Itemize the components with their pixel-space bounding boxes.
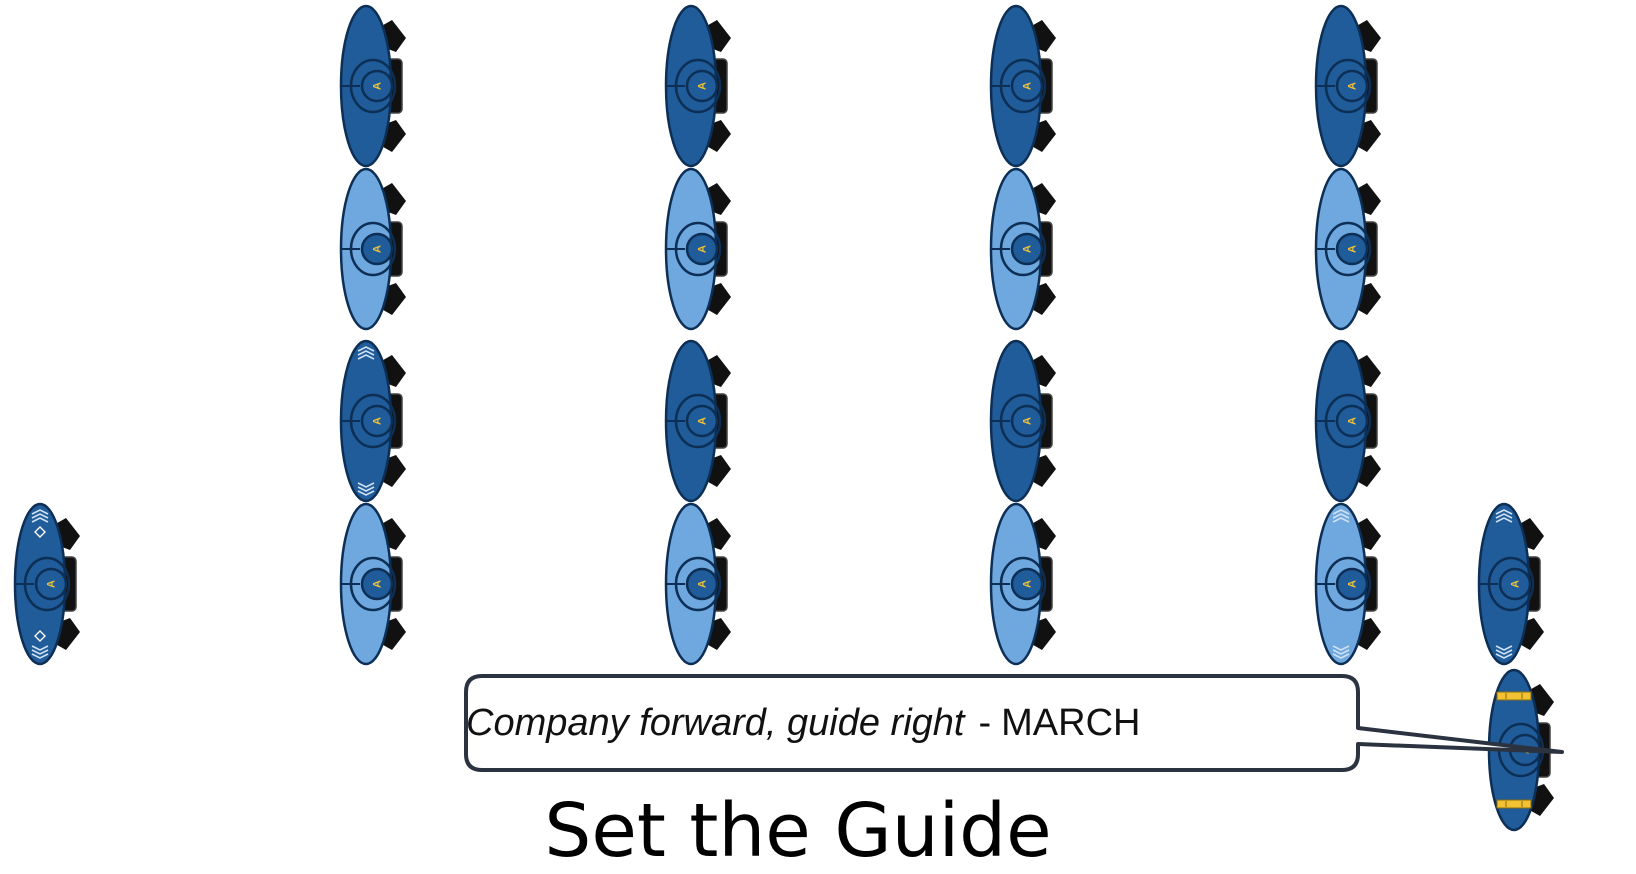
insignia-letter: A: [697, 417, 709, 425]
insignia-letter: A: [1347, 82, 1359, 90]
head-icon: [360, 567, 394, 601]
officer-bars-bottom-icon: [1496, 799, 1532, 809]
command-phrase: Company forward, guide right: [466, 701, 965, 744]
guide-soldier: A: [1477, 502, 1544, 666]
hat-brim-icon: [349, 58, 397, 114]
hat-brim-icon: [1324, 393, 1372, 449]
insignia-letter: A: [1022, 245, 1034, 253]
rank-diamond-top-icon: [34, 526, 46, 538]
soldier-r1-c1: A: [339, 4, 406, 168]
rank-diamond-bottom-icon: [34, 630, 46, 642]
command-execution: MARCH: [1001, 701, 1141, 744]
head-icon: [360, 232, 394, 266]
soldier-r3-c1: A: [339, 339, 406, 503]
head-icon: [1335, 69, 1369, 103]
insignia-letter: A: [1022, 82, 1034, 90]
head-icon: [1335, 567, 1369, 601]
soldier-r3-c3: A: [989, 339, 1056, 503]
insignia-letter: A: [697, 82, 709, 90]
head-icon: [685, 567, 719, 601]
rank-chevrons-top-icon: [357, 346, 375, 360]
head-icon: [1010, 69, 1044, 103]
slide-title: Set the Guide: [544, 788, 1052, 874]
hat-brim-icon: [999, 556, 1047, 612]
head-icon: [34, 567, 68, 601]
head-icon: [1498, 567, 1532, 601]
soldier-r1-c2: A: [664, 4, 731, 168]
hat-brim-icon: [349, 221, 397, 277]
head-icon: [685, 404, 719, 438]
hat-brim-icon: [999, 58, 1047, 114]
soldier-r2-c2: A: [664, 167, 731, 331]
command-callout: [464, 674, 1564, 772]
insignia-letter: A: [372, 245, 384, 253]
insignia-letter: A: [1510, 580, 1522, 588]
platoon-leader-soldier: A: [13, 502, 80, 666]
callout-bubble: [464, 674, 1564, 772]
insignia-letter: A: [697, 245, 709, 253]
insignia-letter: A: [372, 580, 384, 588]
head-icon: [685, 232, 719, 266]
rank-chevrons-top-icon: [1332, 509, 1350, 523]
head-icon: [1335, 232, 1369, 266]
command-separator: -: [978, 701, 992, 744]
hat-brim-icon: [1324, 556, 1372, 612]
insignia-letter: A: [372, 82, 384, 90]
rank-chevrons-top-icon: [31, 509, 49, 523]
insignia-letter: A: [1347, 417, 1359, 425]
hat-brim-icon: [23, 556, 71, 612]
rank-chevrons-bottom-icon: [357, 482, 375, 496]
rank-chevrons-top-icon: [1495, 509, 1513, 523]
officer-bars-top-icon: [1496, 691, 1532, 701]
soldier-r3-c2: A: [664, 339, 731, 503]
soldier-r3-c4: A: [1314, 339, 1381, 503]
hat-brim-icon: [1487, 556, 1535, 612]
callout-text: Company forward, guide right - MARCH: [466, 690, 1326, 756]
hat-brim-icon: [349, 393, 397, 449]
insignia-letter: A: [697, 580, 709, 588]
soldier-r1-c4: A: [1314, 4, 1381, 168]
soldier-r4-c3: A: [989, 502, 1056, 666]
soldier-r2-c4: A: [1314, 167, 1381, 331]
hat-brim-icon: [349, 556, 397, 612]
head-icon: [1010, 404, 1044, 438]
soldier-r2-c3: A: [989, 167, 1056, 331]
rank-chevrons-bottom-icon: [31, 645, 49, 659]
hat-brim-icon: [674, 58, 722, 114]
hat-brim-icon: [1324, 58, 1372, 114]
soldier-r4-c1: A: [339, 502, 406, 666]
insignia-letter: A: [1347, 245, 1359, 253]
insignia-letter: A: [1022, 580, 1034, 588]
head-icon: [360, 404, 394, 438]
head-icon: [1335, 404, 1369, 438]
insignia-letter: A: [1022, 417, 1034, 425]
soldier-r4-c4: A: [1314, 502, 1381, 666]
head-icon: [1010, 232, 1044, 266]
head-icon: [1010, 567, 1044, 601]
hat-brim-icon: [674, 221, 722, 277]
insignia-letter: A: [1347, 580, 1359, 588]
hat-brim-icon: [674, 393, 722, 449]
rank-chevrons-bottom-icon: [1332, 645, 1350, 659]
head-icon: [360, 69, 394, 103]
rank-chevrons-bottom-icon: [1495, 645, 1513, 659]
hat-brim-icon: [674, 556, 722, 612]
head-icon: [685, 69, 719, 103]
soldier-r2-c1: A: [339, 167, 406, 331]
soldier-r4-c2: A: [664, 502, 731, 666]
hat-brim-icon: [1324, 221, 1372, 277]
formation-soldiers: AAAAAAAAAAAAAAAAAAA: [13, 4, 1554, 832]
insignia-letter: A: [46, 580, 58, 588]
hat-brim-icon: [999, 221, 1047, 277]
insignia-letter: A: [372, 417, 384, 425]
soldier-r1-c3: A: [989, 4, 1056, 168]
hat-brim-icon: [999, 393, 1047, 449]
